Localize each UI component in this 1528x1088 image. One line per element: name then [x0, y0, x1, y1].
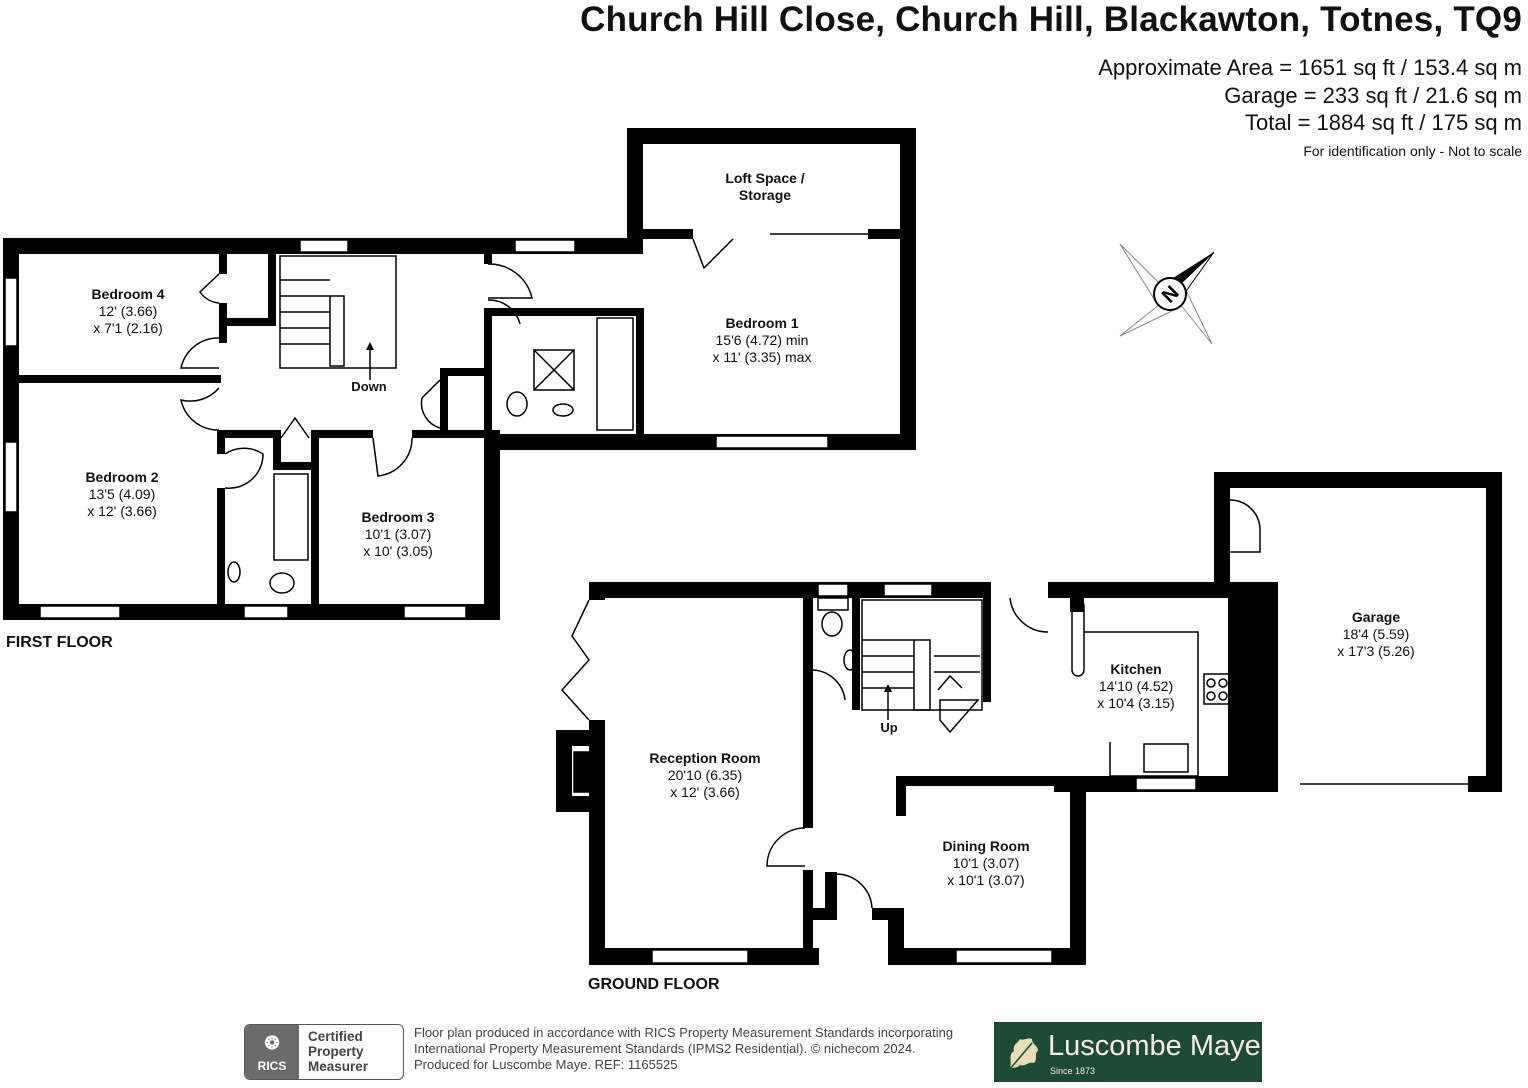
- rics-badge-line-2: Property: [308, 1044, 364, 1059]
- room-name: Dining Room: [942, 838, 1030, 854]
- room-name-2: Storage: [738, 187, 792, 203]
- agent-logo: Luscombe Maye Since 1873: [994, 1022, 1262, 1082]
- room-kitchen: Kitchen 14'10 (4.52) x 10'4 (3.15): [1097, 661, 1174, 712]
- room-dimension-1: 12' (3.66): [98, 303, 158, 319]
- room-dimension-1: 15'6 (4.72) min: [715, 332, 809, 348]
- rics-logo-text: RICS: [257, 1059, 287, 1073]
- room-name: Reception Room: [649, 750, 761, 766]
- room-bedroom-3: Bedroom 3 10'1 (3.07) x 10' (3.05): [361, 509, 434, 560]
- first-floor-label: FIRST FLOOR: [6, 634, 113, 651]
- first-floor-doors: [180, 238, 734, 594]
- room-dimension-1: 10'1 (3.07): [364, 526, 432, 542]
- rics-certified-badge: ❂ RICS Certified Property Measurer: [244, 1024, 404, 1080]
- room-name: Bedroom 4: [91, 286, 165, 302]
- ground-floor-doors: [560, 499, 1261, 909]
- room-name: Loft Space /: [725, 170, 805, 186]
- room-garage: Garage 18'4 (5.59) x 17'3 (5.26): [1337, 609, 1414, 660]
- oak-leaf-icon: [1009, 1038, 1038, 1070]
- stairs-up-label: Up: [880, 720, 898, 735]
- ground-floor-label: GROUND FLOOR: [588, 976, 720, 993]
- page-title: Church Hill Close, Church Hill, Blackawt…: [580, 0, 1522, 39]
- first-floor-windows: [4, 233, 868, 619]
- room-dimension-2: x 11' (3.35) max: [712, 349, 812, 365]
- garage-area: Garage = 233 sq ft / 21.6 sq m: [1224, 83, 1522, 108]
- agent-name: Luscombe Maye: [1048, 1030, 1261, 1062]
- room-dimension-1: 13'5 (4.09): [88, 486, 156, 502]
- room-dimension-1: 18'4 (5.59): [1342, 626, 1410, 642]
- footer-line-3: Produced for Luscombe Maye. REF: 1165525: [414, 1057, 678, 1072]
- room-dimension-2: x 10'1 (3.07): [947, 872, 1025, 888]
- compass-icon: N: [1119, 243, 1215, 345]
- room-name: Kitchen: [1110, 661, 1162, 677]
- room-dimension-1: 14'10 (4.52): [1098, 678, 1174, 694]
- room-name: Bedroom 2: [85, 469, 159, 485]
- scale-disclaimer: For identification only - Not to scale: [1303, 143, 1522, 159]
- agent-since: Since 1873: [1050, 1066, 1096, 1076]
- room-dimension-2: x 17'3 (5.26): [1337, 643, 1415, 659]
- footer-line-2: International Property Measurement Stand…: [414, 1041, 916, 1056]
- room-dining: Dining Room 10'1 (3.07) x 10'1 (3.07): [942, 838, 1029, 889]
- room-name: Bedroom 1: [725, 315, 799, 331]
- room-name: Garage: [1351, 609, 1401, 625]
- rics-badge-line-1: Certified: [308, 1029, 363, 1044]
- room-bedroom-4: Bedroom 4 12' (3.66) x 7'1 (2.16): [91, 286, 164, 337]
- footer-line-1: Floor plan produced in accordance with R…: [414, 1025, 954, 1040]
- room-dimension-2: x 12' (3.66): [87, 503, 157, 519]
- room-bedroom-2: Bedroom 2 13'5 (4.09) x 12' (3.66): [85, 469, 158, 520]
- ground-floor-windows: [651, 583, 1468, 964]
- room-dimension-2: x 10' (3.05): [363, 543, 433, 559]
- room-dimension-2: x 7'1 (2.16): [93, 320, 163, 336]
- room-dimension-2: x 10'4 (3.15): [1097, 695, 1175, 711]
- rics-badge-line-3: Measurer: [308, 1059, 369, 1074]
- stairs-down-label: Down: [351, 379, 387, 394]
- room-dimension-2: x 12' (3.66): [670, 784, 740, 800]
- room-reception: Reception Room 20'10 (6.35) x 12' (3.66): [649, 750, 760, 801]
- footer-notes: Floor plan produced in accordance with R…: [414, 1025, 953, 1073]
- room-dimension-1: 20'10 (6.35): [667, 767, 743, 783]
- rics-logo: ❂ RICS: [245, 1025, 299, 1079]
- room-bedroom-1: Bedroom 1 15'6 (4.72) min x 11' (3.35) m…: [713, 315, 812, 366]
- room-name: Bedroom 3: [361, 509, 435, 525]
- rics-badge-text: Certified Property Measurer: [308, 1029, 368, 1074]
- ground-floor-walls: [556, 472, 1502, 965]
- room-dimension-1: 10'1 (3.07): [952, 855, 1020, 871]
- room-loft-space: Loft Space / Storage: [725, 170, 804, 204]
- approximate-area: Approximate Area = 1651 sq ft / 153.4 sq…: [1098, 55, 1522, 80]
- total-area: Total = 1884 sq ft / 175 sq m: [1245, 110, 1522, 135]
- rics-seal-icon: ❂: [264, 1033, 280, 1053]
